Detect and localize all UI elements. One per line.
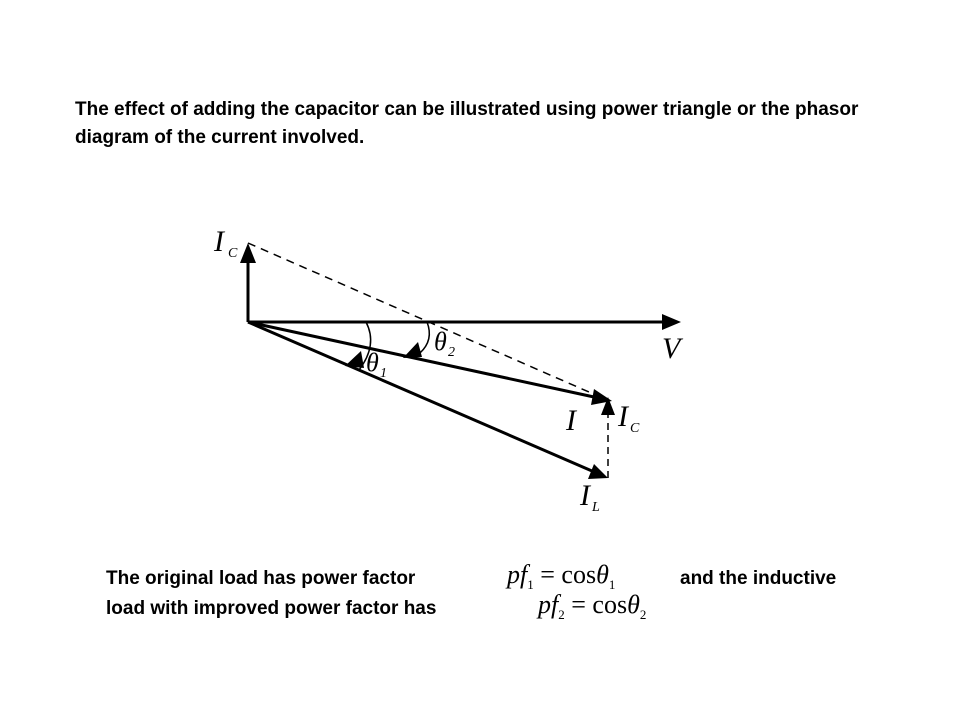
- formula-pf2: pf2 = cosθ2: [538, 590, 646, 623]
- formula-pf1-func: = cos: [533, 560, 597, 589]
- dashed-ic-to-i-line: [247, 242, 606, 400]
- formula-pf1-var: θ: [596, 560, 609, 589]
- theta1-arrowhead: [345, 351, 364, 368]
- theta2-arc: [419, 321, 431, 354]
- formula-pf2-lhs: pf: [538, 590, 559, 619]
- ic-arrowhead: [240, 243, 256, 263]
- explanation-line1-end: and the inductive: [680, 568, 837, 589]
- formula-pf1-var-sub: 1: [608, 577, 616, 593]
- ic-right-subscript: C: [630, 421, 640, 436]
- theta2-arrowhead: [403, 342, 422, 358]
- il-phasor-line: [247, 320, 593, 473]
- i-phasor-line: [247, 320, 595, 399]
- formula-pf2-func: = cos: [564, 590, 628, 619]
- formula-pf2-lhs-sub: 2: [558, 607, 565, 623]
- formula-pf2-var-sub: 2: [639, 607, 647, 623]
- i-arrowhead: [591, 389, 612, 405]
- v-label: V: [662, 332, 684, 365]
- explanation-line1-start: The original load has power factor: [106, 568, 416, 589]
- theta2-subscript: 2: [448, 345, 455, 360]
- formula-pf2-var: θ: [627, 590, 640, 619]
- explanation-line2: load with improved power factor has: [106, 598, 437, 619]
- theta1-subscript: 1: [380, 366, 387, 381]
- ic-top-subscript: C: [228, 246, 238, 261]
- i-label: I: [565, 404, 578, 437]
- ic-right-label: I: [617, 400, 630, 433]
- formula-pf1: pf1 = cosθ1: [507, 560, 615, 593]
- intro-paragraph: The effect of adding the capacitor can b…: [75, 99, 859, 148]
- ic-right-arrowhead: [601, 397, 615, 415]
- formula-pf1-lhs-sub: 1: [527, 577, 534, 593]
- theta1-label: θ: [366, 348, 379, 377]
- il-label: I: [579, 479, 592, 512]
- il-arrowhead: [588, 464, 608, 479]
- formula-pf1-lhs: pf: [507, 560, 528, 589]
- ic-top-label: I: [213, 225, 226, 258]
- v-arrowhead: [662, 314, 681, 330]
- theta2-label: θ: [434, 327, 447, 356]
- il-subscript: L: [591, 500, 600, 515]
